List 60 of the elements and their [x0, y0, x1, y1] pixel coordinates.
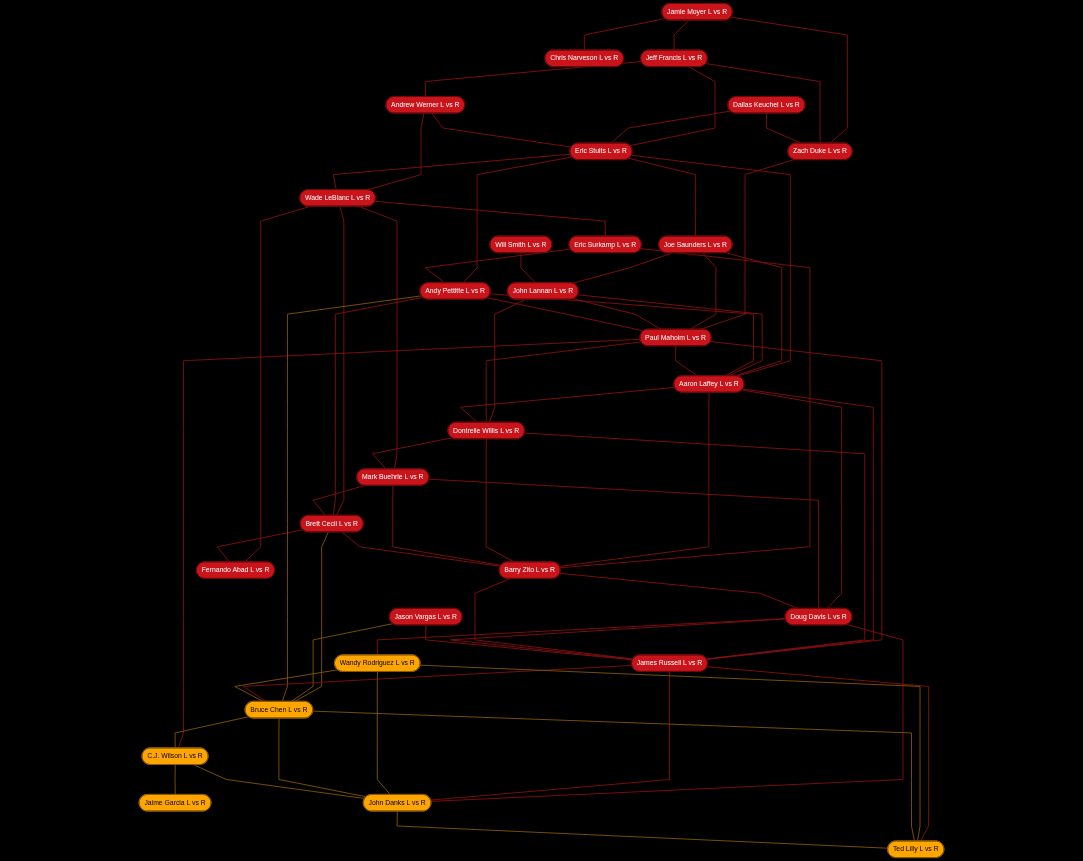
connector — [559, 392, 710, 567]
connector — [610, 110, 732, 144]
connector — [765, 112, 802, 144]
connector — [376, 671, 391, 796]
connector — [244, 205, 311, 563]
connector — [367, 112, 425, 191]
connector — [572, 252, 673, 284]
connector — [705, 63, 821, 144]
connector — [332, 153, 571, 191]
connector — [242, 665, 633, 702]
connector — [177, 338, 641, 749]
connector — [430, 624, 904, 802]
connector — [278, 717, 367, 798]
connector — [485, 341, 642, 423]
connector — [486, 297, 645, 332]
connector — [573, 298, 662, 330]
connector — [673, 19, 690, 51]
connector — [431, 112, 572, 148]
connector — [741, 389, 843, 609]
connector — [234, 669, 339, 702]
connector — [706, 666, 929, 842]
connector — [376, 618, 786, 656]
connector — [629, 66, 716, 147]
connector — [730, 16, 848, 144]
connector — [281, 295, 423, 702]
connector — [312, 710, 915, 842]
connector — [706, 341, 883, 660]
connector — [520, 252, 536, 284]
connector — [392, 485, 502, 566]
connector — [628, 157, 696, 237]
connector — [374, 200, 606, 237]
connector — [725, 252, 783, 377]
connector — [631, 154, 791, 377]
connector — [462, 156, 573, 284]
connector — [689, 252, 717, 330]
connector — [372, 437, 453, 470]
connector — [559, 248, 811, 569]
connector — [474, 578, 634, 660]
connector — [706, 388, 874, 660]
connector — [174, 716, 250, 749]
connector — [675, 345, 698, 377]
connector — [290, 623, 394, 702]
connector — [294, 531, 329, 702]
connector — [419, 664, 921, 842]
connector — [193, 764, 366, 799]
connector — [523, 432, 866, 660]
connector — [332, 296, 424, 516]
connector — [577, 294, 763, 377]
connector — [335, 205, 345, 516]
connector — [424, 248, 571, 284]
connector — [396, 810, 889, 849]
connector — [460, 387, 676, 423]
connector — [583, 18, 666, 51]
connector — [174, 764, 176, 796]
connector — [341, 531, 501, 567]
connector — [216, 529, 304, 563]
connector — [425, 624, 633, 661]
connector — [430, 671, 671, 801]
connector — [428, 478, 820, 609]
connector — [449, 618, 786, 660]
